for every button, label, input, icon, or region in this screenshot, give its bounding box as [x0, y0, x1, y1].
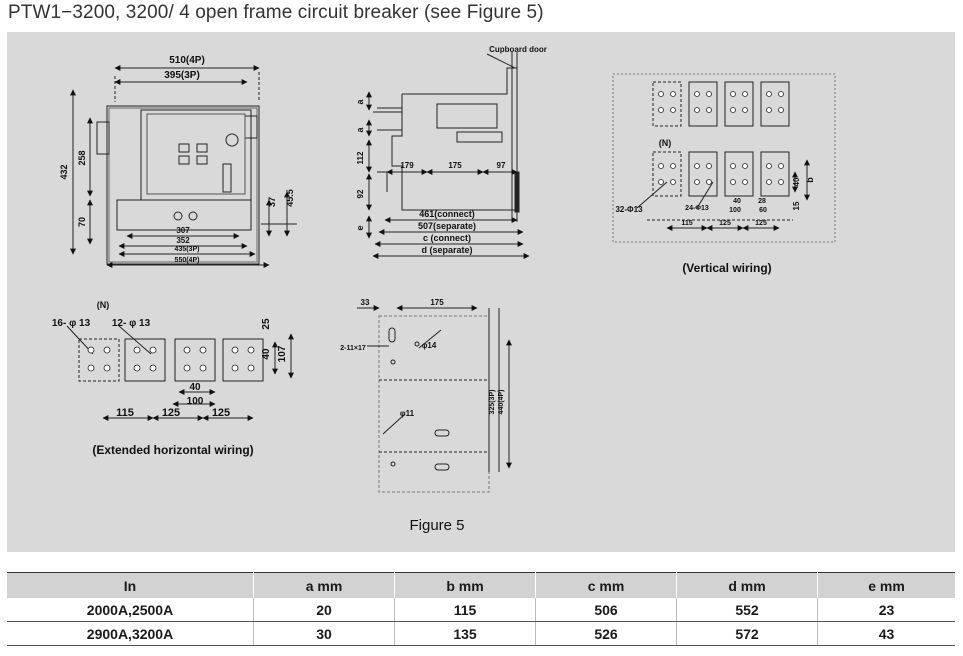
column-header-b: b mm — [394, 572, 536, 598]
dim-175-m: 175 — [430, 298, 444, 307]
dim-97: 97 — [497, 161, 506, 170]
dim-440-4p: 440(4P) — [498, 390, 505, 415]
dim-40-h: 40 — [733, 198, 741, 205]
front-view-dimensions: 510(4P) 395(3P) 432 258 70 307 352 435(3… — [59, 55, 295, 264]
horizontal-n-label: (N) — [97, 300, 110, 310]
table-row: 2000A,2500A 20 115 506 552 23 — [7, 598, 955, 622]
dim-432: 432 — [59, 164, 69, 179]
dim-d-separate: d (separate) — [421, 245, 472, 255]
mounting-view-dimensions: 33 175 2-11×17 φ14 φ11 325(3P) 440(4P) — [340, 298, 505, 418]
dim-40-hh: 40 — [189, 382, 201, 393]
cell-b: 135 — [394, 621, 536, 646]
column-header-d: d mm — [676, 572, 818, 598]
dim-307: 307 — [176, 226, 190, 235]
horizontal-wiring-dimensions: (N) 16- φ 13 12- φ 13 25 40 107 40 100 1… — [52, 300, 288, 457]
dim-16-holes: 16- φ 13 — [52, 318, 91, 329]
dim-32-holes: 32-Φ13 — [615, 205, 643, 214]
dim-37: 37 — [267, 197, 277, 207]
side-view-dimensions: Cupboard door a a 112 92 e 179 175 97 46… — [355, 45, 547, 255]
vertical-wiring-holes — [658, 91, 784, 185]
cell-d: 572 — [676, 621, 818, 646]
dim-28: 28 — [758, 198, 766, 205]
cell-c: 506 — [535, 598, 677, 622]
horizontal-wiring-label: (Extended horizontal wiring) — [92, 443, 253, 457]
cell-c: 526 — [535, 621, 677, 646]
table-row: 2900A,3200A 30 135 526 572 43 — [7, 621, 955, 646]
dim-179: 179 — [400, 161, 414, 170]
dim-92: 92 — [356, 189, 365, 198]
dim-352: 352 — [176, 236, 190, 245]
dim-461-connect: 461(connect) — [419, 209, 475, 219]
dim-33: 33 — [361, 298, 370, 307]
column-header-e: e mm — [817, 572, 955, 598]
dim-175: 175 — [448, 161, 462, 170]
dim-e: e — [355, 225, 365, 230]
dim-b: b — [805, 177, 815, 183]
side-view-drawing — [366, 52, 530, 259]
horizontal-wiring-holes — [87, 346, 255, 372]
dim-395-3p: 395(3P) — [164, 70, 200, 81]
dim-100-v: 100 — [729, 207, 741, 214]
figure-panel: 510(4P) 395(3P) 432 258 70 307 352 435(3… — [7, 32, 955, 552]
dim-510-4p: 510(4P) — [169, 55, 205, 66]
table-header-row: In a mm b mm c mm d mm e mm — [7, 572, 955, 598]
vertical-wiring-dimensions: (N) 32-Φ13 24-Φ13 40 b 15 40 28 100 60 1… — [615, 138, 815, 275]
horizontal-wiring-drawing — [66, 325, 294, 421]
dim-107: 107 — [277, 345, 288, 362]
dim-60: 60 — [759, 207, 767, 214]
dim-15: 15 — [792, 201, 801, 210]
mounting-view-drawing — [357, 305, 512, 493]
vertical-wiring-label: (Vertical wiring) — [682, 261, 771, 275]
cell-b: 115 — [394, 598, 536, 622]
dim-507-separate: 507(separate) — [418, 221, 476, 231]
figure-caption: Figure 5 — [409, 517, 464, 534]
cell-a: 20 — [253, 598, 395, 622]
dim-a-mid: a — [355, 127, 365, 133]
cell-d: 552 — [676, 598, 818, 622]
dim-125-v-a: 125 — [719, 220, 731, 227]
dim-435-3p: 435(3P) — [175, 246, 200, 253]
dim-258: 258 — [77, 150, 87, 165]
dim-115-h: 115 — [116, 407, 134, 419]
dim-70: 70 — [77, 217, 87, 227]
cell-a: 30 — [253, 621, 395, 646]
cell-e: 43 — [817, 621, 955, 646]
column-header-a: a mm — [253, 572, 395, 598]
vertical-n-label: (N) — [659, 138, 672, 148]
dim-a-top: a — [355, 99, 365, 105]
dimension-table: In a mm b mm c mm d mm e mm 2000A,2500A … — [7, 572, 955, 646]
dim-25: 25 — [261, 318, 272, 330]
dim-45-5: 45.5 — [285, 189, 295, 207]
cell-in: 2900A,3200A — [7, 621, 254, 646]
dim-325-3p: 325(3P) — [489, 390, 496, 415]
dim-115-v: 115 — [681, 220, 692, 227]
dim-40-v: 40 — [792, 177, 801, 186]
vertical-wiring-drawing — [612, 73, 836, 243]
dim-125-h-b: 125 — [212, 407, 230, 419]
dim-phi11: φ11 — [400, 409, 415, 418]
cell-in: 2000A,2500A — [7, 598, 254, 622]
column-header-c: c mm — [535, 572, 677, 598]
dim-550-4p: 550(4P) — [175, 257, 200, 264]
front-view-drawing — [70, 65, 297, 268]
dim-125-h-a: 125 — [162, 407, 180, 419]
dim-125-v-b: 125 — [755, 220, 767, 227]
column-header-in: In — [7, 572, 254, 598]
dim-2-11x17: 2-11×17 — [340, 345, 366, 352]
dim-phi14: φ14 — [422, 341, 437, 350]
dim-100-h: 100 — [187, 396, 204, 407]
cupboard-door-label: Cupboard door — [489, 45, 547, 54]
technical-drawing: 510(4P) 395(3P) 432 258 70 307 352 435(3… — [52, 45, 836, 534]
dim-112: 112 — [356, 151, 365, 164]
cell-e: 23 — [817, 598, 955, 622]
dim-24-holes: 24-Φ13 — [685, 205, 709, 212]
dim-12-holes: 12- φ 13 — [112, 318, 151, 329]
document-title: PTW1−3200, 3200/ 4 open frame circuit br… — [8, 2, 544, 23]
dim-c-connect: c (connect) — [423, 233, 471, 243]
dim-40-hv: 40 — [261, 348, 272, 360]
